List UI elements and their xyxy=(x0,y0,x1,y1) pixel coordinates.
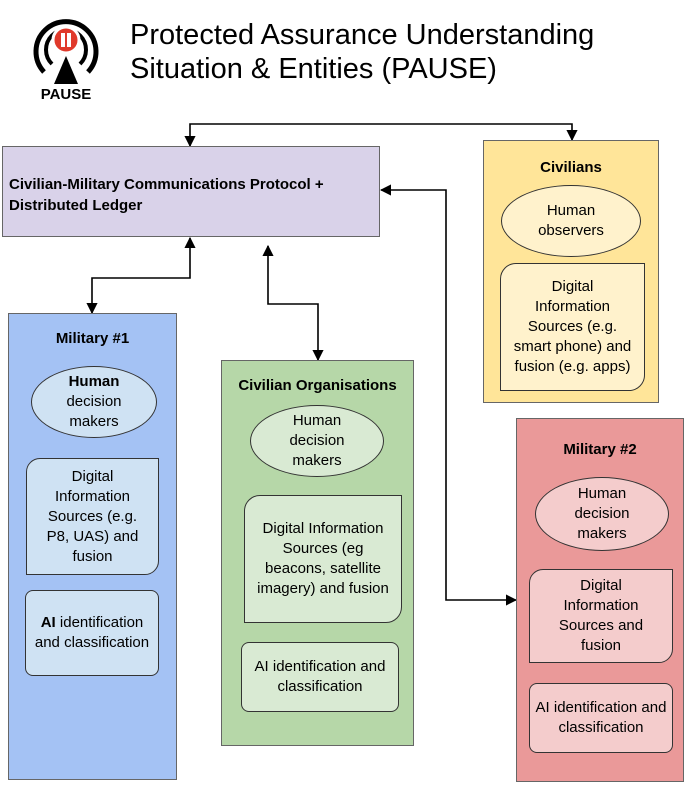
military2-panel: Military #2 Human decision makers Digita… xyxy=(516,418,684,782)
civilians-human-oval: Human observers xyxy=(501,185,641,257)
civilians-digital-card: Digital Information Sources (e.g. smart … xyxy=(500,263,645,391)
civilians-digital-label: Digital Information Sources (e.g. smart … xyxy=(513,278,632,375)
military1-panel: Military #1 Human decision makers Digita… xyxy=(8,313,177,780)
broadcast-icon xyxy=(33,19,99,84)
military2-human-label: Human decision makers xyxy=(574,485,630,542)
civorg-ai-card: AI identification and classification xyxy=(241,642,399,712)
arrow-protocol-civilians xyxy=(184,123,578,148)
page-title: Protected Assurance Understanding Situat… xyxy=(130,18,594,86)
logo-label: PAUSE xyxy=(40,86,92,103)
military1-title: Military #1 xyxy=(55,330,130,347)
arrow-protocol-military2 xyxy=(379,184,518,606)
civorg-digital-card: Digital Information Sources (eg beacons,… xyxy=(244,495,402,623)
protocol-label: Civilian-Military Communications Protoco… xyxy=(9,176,324,214)
military2-digital-card: Digital Information Sources and fusion xyxy=(529,569,673,663)
military1-human-oval: Human decision makers xyxy=(31,366,157,438)
arrow-protocol-civorg xyxy=(262,244,324,362)
military2-ai-label: AI identification and classification xyxy=(535,699,667,736)
military1-ai-card: AI identification and classification xyxy=(25,590,159,676)
military2-human-oval: Human decision makers xyxy=(535,477,669,551)
civilians-panel: Civilians Human observers Digital Inform… xyxy=(483,140,659,403)
military1-digital-card: Digital Information Sources (e.g. P8, UA… xyxy=(26,458,159,575)
military2-digital-label: Digital Information Sources and fusion xyxy=(558,577,644,654)
title-line-1: Protected Assurance Understanding xyxy=(130,19,595,51)
military1-ai-text: AI identification and classification xyxy=(33,613,151,653)
military1-human-rest: decision makers xyxy=(66,393,122,430)
protocol-box: Civilian-Military Communications Protoco… xyxy=(2,146,380,237)
arrow-protocol-military1 xyxy=(86,236,196,315)
title-line-2: Situation & Entities (PAUSE) xyxy=(130,53,497,85)
military1-ai-bold: AI xyxy=(40,614,56,631)
military1-human-bold: Human xyxy=(68,373,120,390)
civorg-panel: Civilian Organisations Human decision ma… xyxy=(221,360,414,746)
civilians-human-label: Human observers xyxy=(538,202,604,239)
civorg-digital-label: Digital Information Sources (eg beacons,… xyxy=(257,520,389,597)
civorg-human-label: Human decision makers xyxy=(289,412,345,469)
civorg-title: Civilian Organisations xyxy=(238,377,397,394)
civorg-human-oval: Human decision makers xyxy=(250,405,384,477)
civilians-title: Civilians xyxy=(540,159,602,176)
military2-title: Military #2 xyxy=(563,441,637,458)
military1-digital-label: Digital Information Sources (e.g. P8, UA… xyxy=(46,467,139,565)
military2-ai-card: AI identification and classification xyxy=(529,683,673,753)
military1-ai-rest: identification and classification xyxy=(34,614,150,651)
pause-logo: PAUSE xyxy=(28,4,104,104)
civorg-ai-label: AI identification and classification xyxy=(254,658,386,695)
